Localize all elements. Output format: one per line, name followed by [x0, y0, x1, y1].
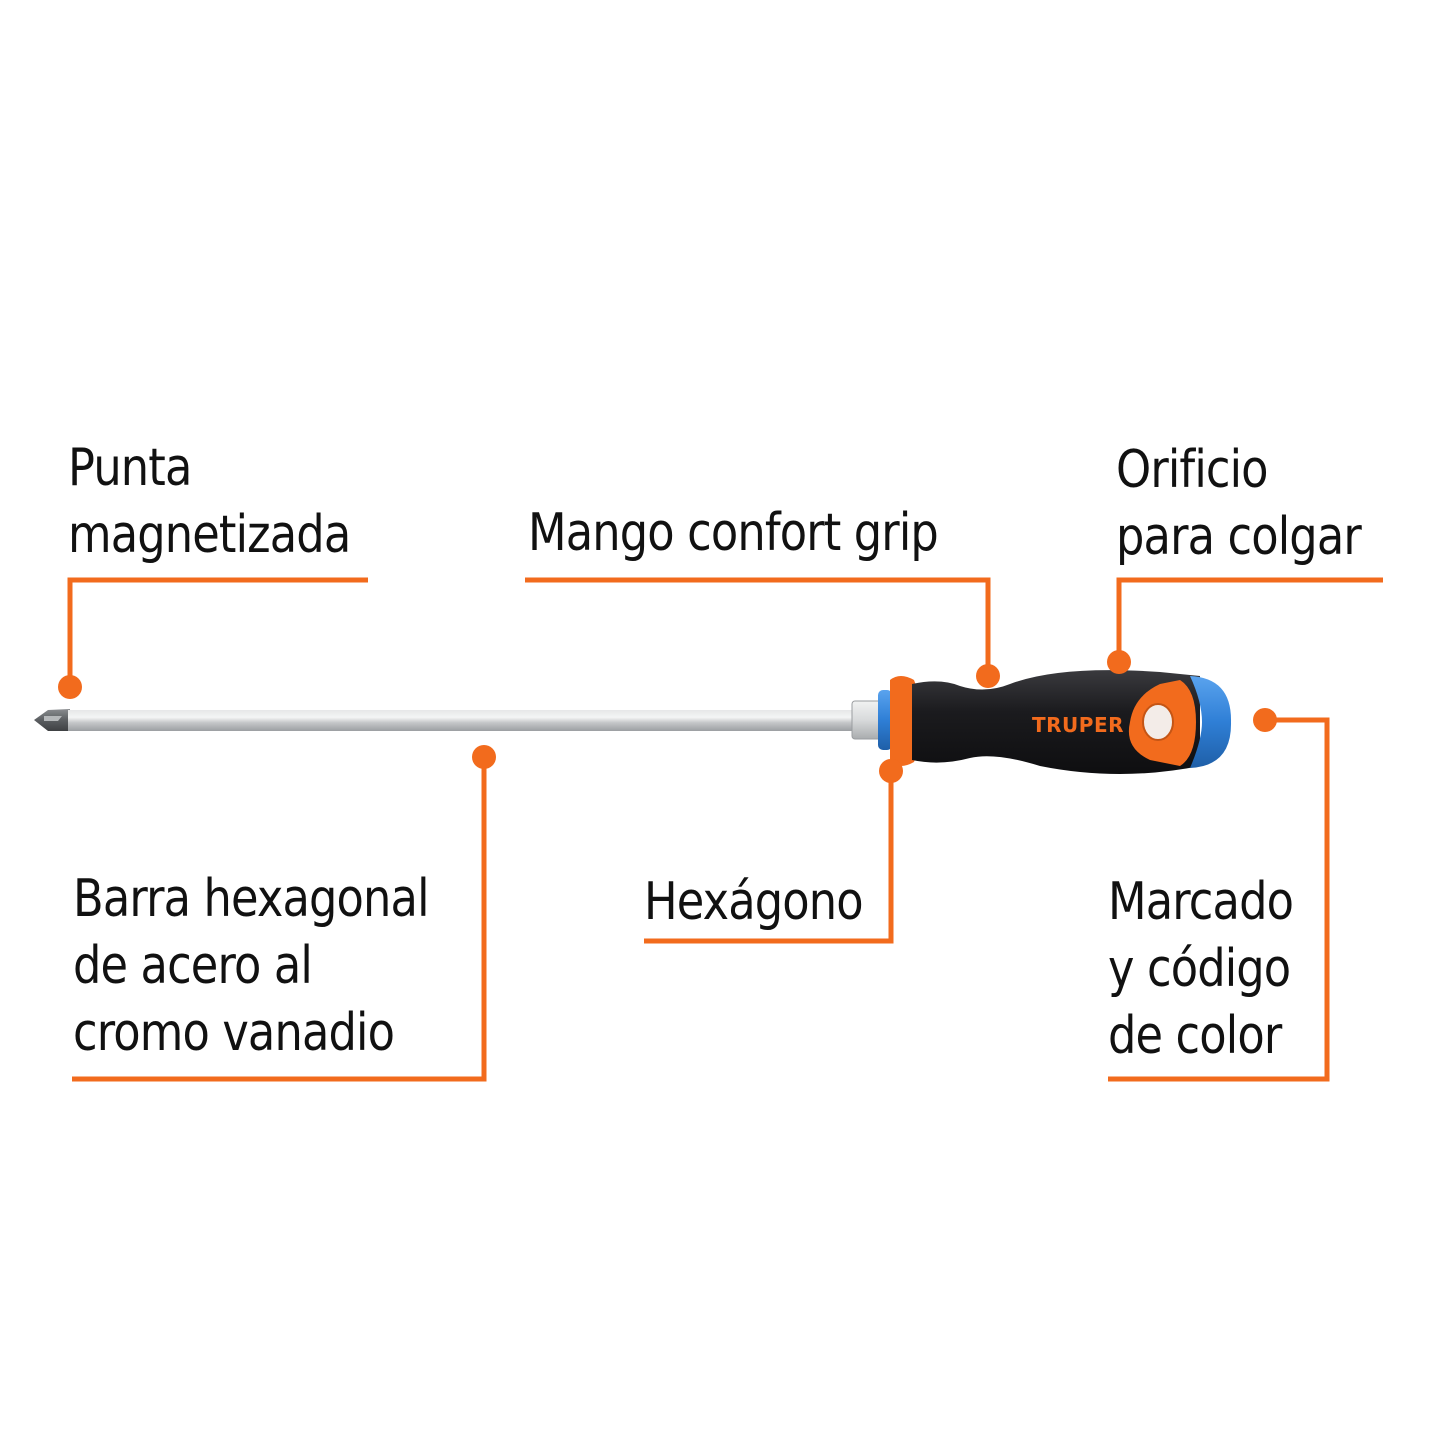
callout-line: Hexágono	[644, 872, 864, 932]
blue-ring	[878, 690, 892, 750]
callout-mango-confort-grip: Mango confort grip	[528, 500, 939, 567]
callout-line: y código	[1108, 939, 1291, 999]
hex-bar	[68, 710, 860, 731]
callout-line: cromo vanadio	[73, 1003, 395, 1063]
callout-line: de color	[1108, 1006, 1282, 1066]
callout-line: Punta	[68, 438, 192, 498]
hexagon-bolster	[851, 700, 883, 740]
leader-lines	[67, 577, 1383, 1082]
hanging-hole	[1142, 703, 1174, 741]
callout-line: de acero al	[73, 936, 313, 996]
dot-punta	[58, 675, 82, 699]
callout-dots	[58, 650, 1277, 783]
callout-line: Orificio	[1116, 440, 1269, 500]
brand-logo: TRUPER	[1032, 713, 1124, 737]
callout-line: Barra hexagonal	[73, 869, 430, 929]
callout-barra-hexagonal: Barra hexagonal de acero al cromo vanadi…	[73, 866, 430, 1067]
callout-marcado-codigo-color: Marcado y código de color	[1108, 869, 1294, 1070]
callout-line: Mango confort grip	[528, 503, 939, 563]
callout-punta-magnetizada: Punta magnetizada	[68, 435, 351, 569]
dot-hexagono	[879, 759, 903, 783]
dot-marcado	[1253, 708, 1277, 732]
phillips-tip	[34, 709, 70, 731]
blue-end-cap	[1190, 676, 1232, 768]
dot-barra	[472, 745, 496, 769]
callout-hexagono: Hexágono	[644, 869, 864, 936]
dot-mango	[976, 664, 1000, 688]
callout-orificio-para-colgar: Orificio para colgar	[1116, 437, 1362, 571]
dot-orificio	[1107, 650, 1131, 674]
callout-line: Marcado	[1108, 872, 1294, 932]
callout-line: magnetizada	[68, 505, 351, 565]
handle-body	[912, 670, 1200, 774]
callout-line: para colgar	[1116, 507, 1362, 567]
